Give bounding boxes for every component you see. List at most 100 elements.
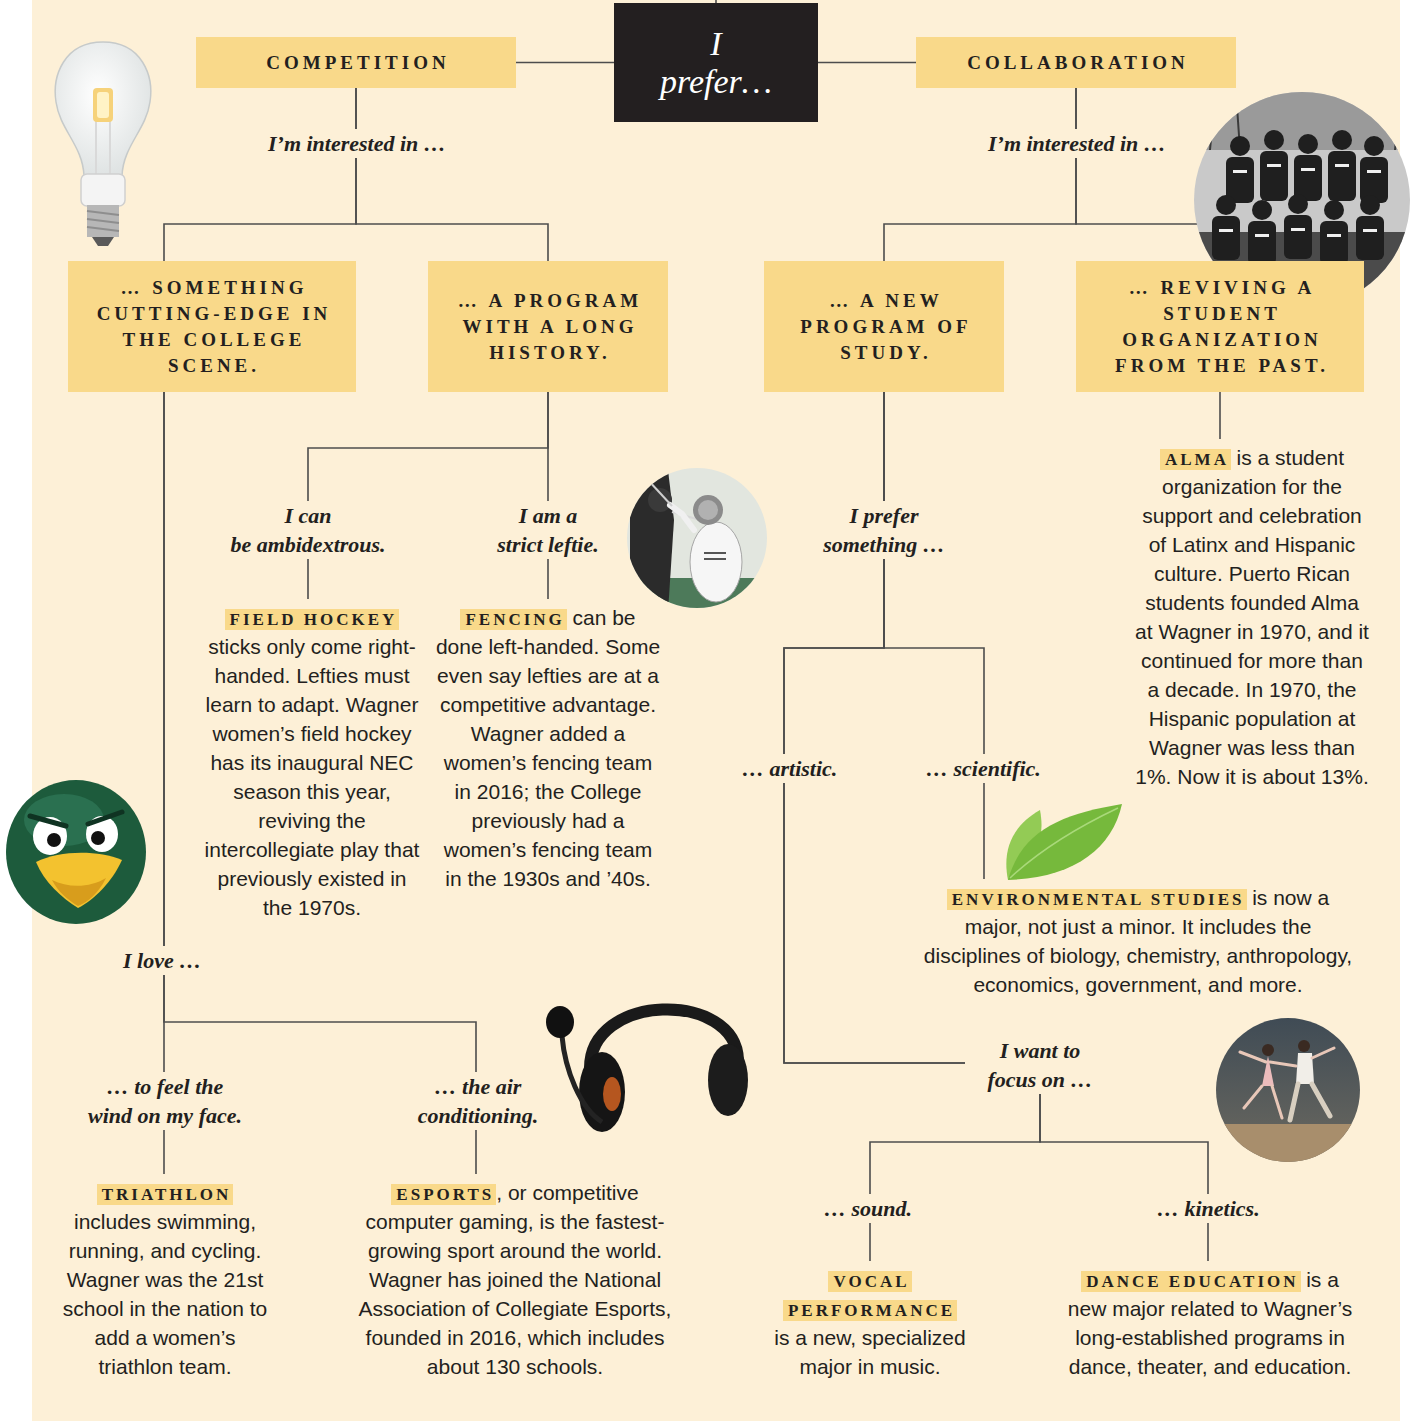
club-photo	[1360, 195, 1380, 215]
branch-label: I can be ambidextrous.	[223, 501, 393, 559]
club-photo	[1332, 130, 1352, 150]
choice-band: COLLABORATION	[916, 37, 1236, 88]
branch-label: I want to focus on …	[965, 1036, 1115, 1094]
club-photo	[1298, 134, 1318, 154]
choice-band: COMPETITION	[196, 37, 516, 88]
fencing-photo	[625, 466, 771, 612]
dance-photo	[1290, 1084, 1330, 1120]
outcome-entry: FENCINGcan be done left-handed. Some eve…	[435, 603, 661, 893]
connector-line	[164, 88, 356, 261]
description-text: is a new, specialized major in music.	[774, 1326, 965, 1378]
club-photo	[1252, 200, 1272, 220]
branch-label: … kinetics.	[1151, 1194, 1266, 1223]
connector-line	[818, 62, 916, 64]
leaf-icon	[1008, 804, 1122, 880]
club-photo	[1288, 194, 1308, 214]
outcome-entry: ESPORTS, or competitive computer gaming,…	[354, 1178, 676, 1381]
mascot-head	[6, 780, 146, 924]
fencing-photo	[704, 558, 726, 560]
dance-photo	[1214, 1016, 1364, 1166]
outcome-entry: ALMAis a student organization for the su…	[1135, 443, 1369, 791]
club-photo	[1248, 221, 1276, 265]
branch-label: … sound.	[818, 1194, 918, 1223]
dance-photo	[1240, 1052, 1296, 1066]
box-text: … A PROGRAM WITH A LONG HISTORY.	[438, 288, 658, 366]
light-bulb-icon	[97, 92, 109, 118]
club-photo	[1264, 130, 1284, 150]
club-photo	[1328, 151, 1356, 201]
connector-line	[884, 88, 1076, 261]
connector-line	[356, 88, 548, 261]
branch-label: I love …	[117, 946, 207, 975]
club-photo	[1356, 216, 1384, 260]
highlight-keyword: VOCAL PERFORMANCE	[783, 1271, 957, 1321]
club-photo	[1212, 216, 1240, 260]
description-text: is a student organization for the suppor…	[1135, 446, 1369, 788]
box-text: I prefer…	[660, 25, 772, 101]
start-box: I prefer…	[614, 3, 818, 122]
headset-icon	[546, 1006, 748, 1132]
highlight-keyword: FENCING	[460, 609, 566, 630]
fencing-photo	[648, 480, 672, 506]
mascot-head	[47, 833, 61, 847]
light-bulb-icon	[87, 205, 119, 237]
option-box: … A PROGRAM WITH A LONG HISTORY.	[428, 261, 668, 392]
connector-line	[1219, 392, 1221, 439]
club-photo	[1255, 234, 1269, 237]
fencing-photo	[690, 522, 742, 602]
dance-photo	[1298, 1040, 1310, 1052]
highlight-keyword: ALMA	[1160, 449, 1231, 470]
box-text: … REVIVING A STUDENT ORGANIZATION FROM T…	[1086, 275, 1354, 379]
dance-photo	[1244, 1086, 1282, 1118]
headset-icon	[603, 1077, 621, 1111]
club-photo	[1212, 130, 1388, 265]
mascot-head	[91, 831, 105, 845]
description-text: sticks only come right-handed. Lefties m…	[205, 635, 420, 919]
light-bulb-icon	[55, 42, 150, 246]
box-text: COMPETITION	[262, 50, 449, 76]
club-photo	[1324, 200, 1344, 220]
outcome-entry: DANCE EDUCATIONis a new major related to…	[1060, 1265, 1360, 1381]
leaf-icon	[1006, 804, 1122, 880]
branch-label: … the air conditioning.	[403, 1072, 553, 1130]
fencing-photo	[630, 470, 674, 612]
club-photo	[1219, 229, 1233, 232]
branch-label: … scientific.	[920, 754, 1047, 783]
club-photo	[1364, 136, 1384, 156]
light-bulb-icon	[92, 237, 114, 246]
branch-label: I am a strict leftie.	[478, 501, 618, 559]
light-bulb-icon	[87, 211, 119, 231]
headset-icon	[546, 1006, 574, 1038]
dance-photo	[1312, 1048, 1334, 1058]
headset-icon	[562, 1036, 602, 1122]
light-bulb-icon	[81, 174, 125, 206]
branch-label: I prefer something …	[804, 501, 964, 559]
mascot-head	[36, 853, 122, 908]
dance-photo	[1262, 1044, 1274, 1056]
connector-line	[308, 392, 548, 599]
club-photo	[1301, 168, 1315, 171]
highlight-keyword: FIELD HOCKEY	[225, 609, 400, 630]
outcome-entry: VOCAL PERFORMANCEis a new, specialized m…	[766, 1265, 974, 1381]
option-box: … A NEW PROGRAM OF STUDY.	[764, 261, 1004, 392]
club-photo	[1367, 170, 1381, 173]
connector-line	[547, 392, 549, 599]
connector-line	[164, 392, 476, 1174]
club-photo	[1320, 221, 1348, 265]
club-photo	[1233, 170, 1247, 173]
headset-icon	[708, 1044, 748, 1116]
description-text: includes swimming, running, and cycling.…	[63, 1210, 267, 1378]
club-photo	[1327, 234, 1341, 237]
fencing-photo	[693, 495, 723, 525]
light-bulb-icon	[93, 88, 113, 122]
club-photo	[1216, 195, 1236, 215]
branch-label: … artistic.	[736, 754, 843, 783]
branch-label: I’m interested in …	[982, 129, 1172, 158]
dance-photo	[1214, 1124, 1364, 1166]
fencing-photo	[625, 466, 771, 618]
club-photo	[1267, 164, 1281, 167]
fencing-photo	[698, 500, 718, 520]
connector-line	[784, 392, 1040, 1261]
outcome-entry: TRIATHLONincludes swimming, running, and…	[59, 1178, 271, 1381]
